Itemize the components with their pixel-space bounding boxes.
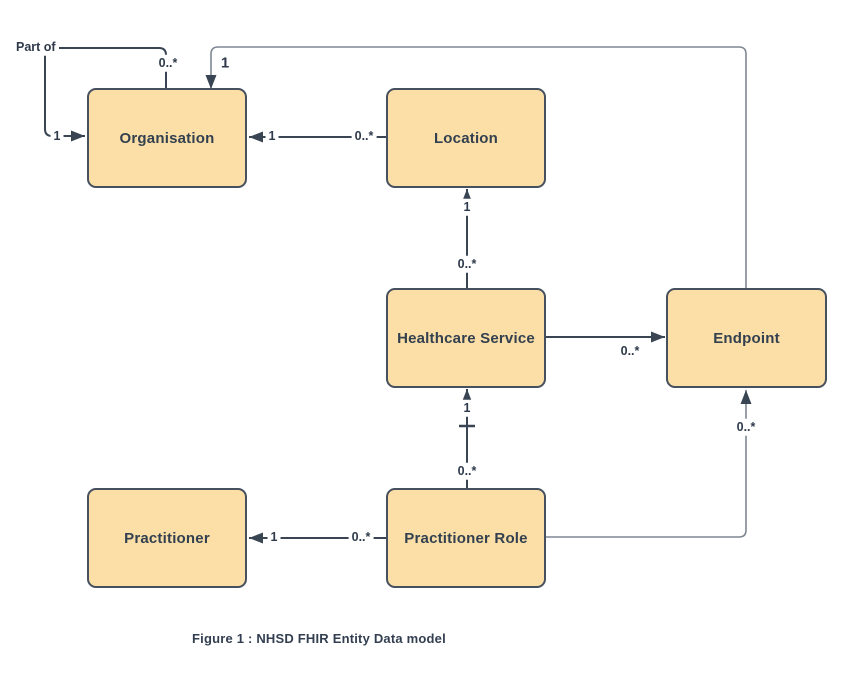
cardinality-label-practitioner-role-to-healthcare-service: 1 xyxy=(460,399,474,417)
arrowhead-endpoint-to-organisation xyxy=(205,75,217,89)
cardinality-label-practitioner-role-to-endpoint: 0..* xyxy=(733,418,759,436)
cardinality-label-endpoint-to-organisation: 1 xyxy=(217,53,233,73)
entity-practitioner-role: Practitioner Role xyxy=(386,488,546,588)
cardinality-label-healthcare-service-to-location: 0..* xyxy=(454,255,480,273)
cardinality-label-practitioner-role-to-practitioner: 0..* xyxy=(348,528,374,546)
arrowhead-practitioner-role-to-practitioner xyxy=(249,532,263,544)
entity-healthcare-service: Healthcare Service xyxy=(386,288,546,388)
arrowhead-location-to-organisation xyxy=(249,131,263,143)
cardinality-label-healthcare-service-to-endpoint: 0..* xyxy=(620,343,640,358)
cardinality-label-organisation-part-of-self: 0..* xyxy=(155,54,181,72)
connector-practitioner-role-to-endpoint xyxy=(546,390,747,538)
entity-endpoint: Endpoint xyxy=(666,288,827,388)
entity-practitioner: Practitioner xyxy=(87,488,247,588)
cardinality-label-location-to-organisation: 0..* xyxy=(351,127,377,145)
cardinality-label-organisation-part-of-self: Part of xyxy=(13,38,59,56)
arrowhead-practitioner-role-to-endpoint xyxy=(740,390,752,404)
cardinality-label-practitioner-role-to-healthcare-service: 0..* xyxy=(454,462,480,480)
figure-caption: Figure 1 : NHSD FHIR Entity Data model xyxy=(192,631,446,646)
entity-organisation: Organisation xyxy=(87,88,247,188)
entity-location: Location xyxy=(386,88,546,188)
cardinality-label-location-to-organisation: 1 xyxy=(265,127,279,145)
arrowhead-practitioner-role-to-healthcare-service xyxy=(461,389,473,403)
arrowhead-organisation-part-of-self xyxy=(71,130,85,142)
cardinality-label-healthcare-service-to-location: 1 xyxy=(460,198,474,216)
cardinality-label-organisation-part-of-self: 1 xyxy=(50,127,64,145)
arrowhead-healthcare-service-to-endpoint xyxy=(651,331,665,343)
connector-endpoint-to-organisation xyxy=(210,46,747,288)
cardinality-label-practitioner-role-to-practitioner: 1 xyxy=(267,528,281,546)
